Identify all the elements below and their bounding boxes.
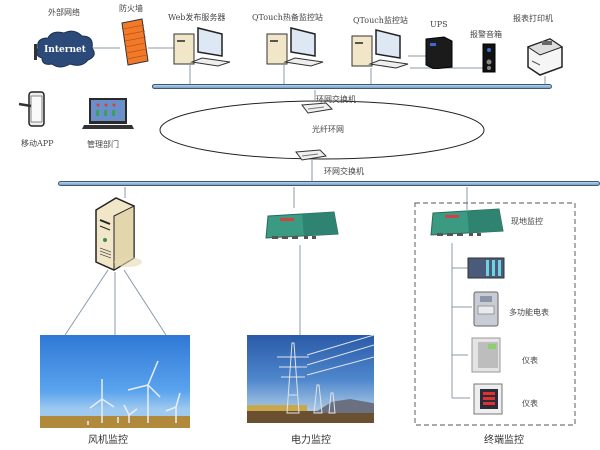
internet-cloud-icon[interactable]: Internet xyxy=(32,28,98,70)
qtouch-station-label: QTouch监控站 xyxy=(353,16,408,25)
firewall-icon[interactable] xyxy=(118,17,150,67)
internet-label: Internet xyxy=(44,45,87,55)
qtouch-standby-label: QTouch热备监控站 xyxy=(252,13,323,22)
line-server-wind-1 xyxy=(64,269,109,336)
ring-switch-bottom-label: 环网交换机 xyxy=(324,167,364,176)
qtouch-station-icon[interactable] xyxy=(350,28,412,72)
ground xyxy=(247,411,374,423)
alarm-speaker-label: 报警音箱 xyxy=(470,30,502,39)
top-network-bus xyxy=(152,84,552,89)
ground xyxy=(40,416,190,428)
qtouch-standby-icon[interactable] xyxy=(265,26,327,70)
power-monitoring-label: 电力监控 xyxy=(291,435,331,446)
field-network-bus xyxy=(58,181,600,186)
multifunction-meter-icon[interactable] xyxy=(472,290,500,328)
local-monitoring-gateway-icon[interactable] xyxy=(429,207,505,243)
ring-switch-top-icon[interactable] xyxy=(300,101,334,115)
ups-icon[interactable] xyxy=(424,35,454,69)
plc-module-icon[interactable] xyxy=(466,256,506,280)
line-server-wind-3 xyxy=(123,269,167,336)
power-gateway-icon[interactable] xyxy=(264,210,340,246)
web-server-label: Web发布服务器 xyxy=(168,13,226,22)
terminal-monitoring-label: 终端监控 xyxy=(484,435,524,446)
terminal-monitoring-box xyxy=(414,202,576,426)
wind-server-tower-icon[interactable] xyxy=(92,196,152,272)
substation-wall xyxy=(247,405,307,411)
wind-turbine-photo xyxy=(40,335,190,428)
power-tower-photo xyxy=(247,335,374,423)
alarm-speaker-icon[interactable] xyxy=(481,42,497,74)
meter-1-icon[interactable] xyxy=(470,336,502,374)
report-printer-icon[interactable] xyxy=(522,33,566,77)
external-network-label: 外部网络 xyxy=(48,8,80,17)
phone-icon xyxy=(34,44,37,60)
mobile-tablet-icon[interactable] xyxy=(17,90,49,130)
web-server-icon[interactable] xyxy=(172,26,234,70)
wind-turbines-icon xyxy=(87,360,181,425)
transmission-tower-icon xyxy=(277,335,374,414)
local-monitoring-label: 现地监控 xyxy=(511,217,543,226)
meter-2-label: 仪表 xyxy=(522,399,538,408)
fiber-ring-label: 光纤环网 xyxy=(312,125,344,134)
mobile-app-label: 移动APP xyxy=(21,139,54,148)
management-label: 管理部门 xyxy=(87,140,119,149)
ring-switch-bottom-icon[interactable] xyxy=(294,148,328,162)
ups-label: UPS xyxy=(430,20,448,29)
meter-2-icon[interactable] xyxy=(472,382,504,416)
wind-monitoring-label: 风机监控 xyxy=(88,435,128,446)
management-laptop-icon[interactable] xyxy=(80,96,136,132)
meter-1-label: 仪表 xyxy=(522,356,538,365)
ring-switch-top-label: 环网交换机 xyxy=(316,95,356,104)
fiber-ring-ellipse xyxy=(159,100,485,160)
firewall-label: 防火墙 xyxy=(119,4,143,13)
multifunction-meter-label: 多功能电表 xyxy=(509,308,549,317)
report-printer-label: 报表打印机 xyxy=(513,14,553,23)
